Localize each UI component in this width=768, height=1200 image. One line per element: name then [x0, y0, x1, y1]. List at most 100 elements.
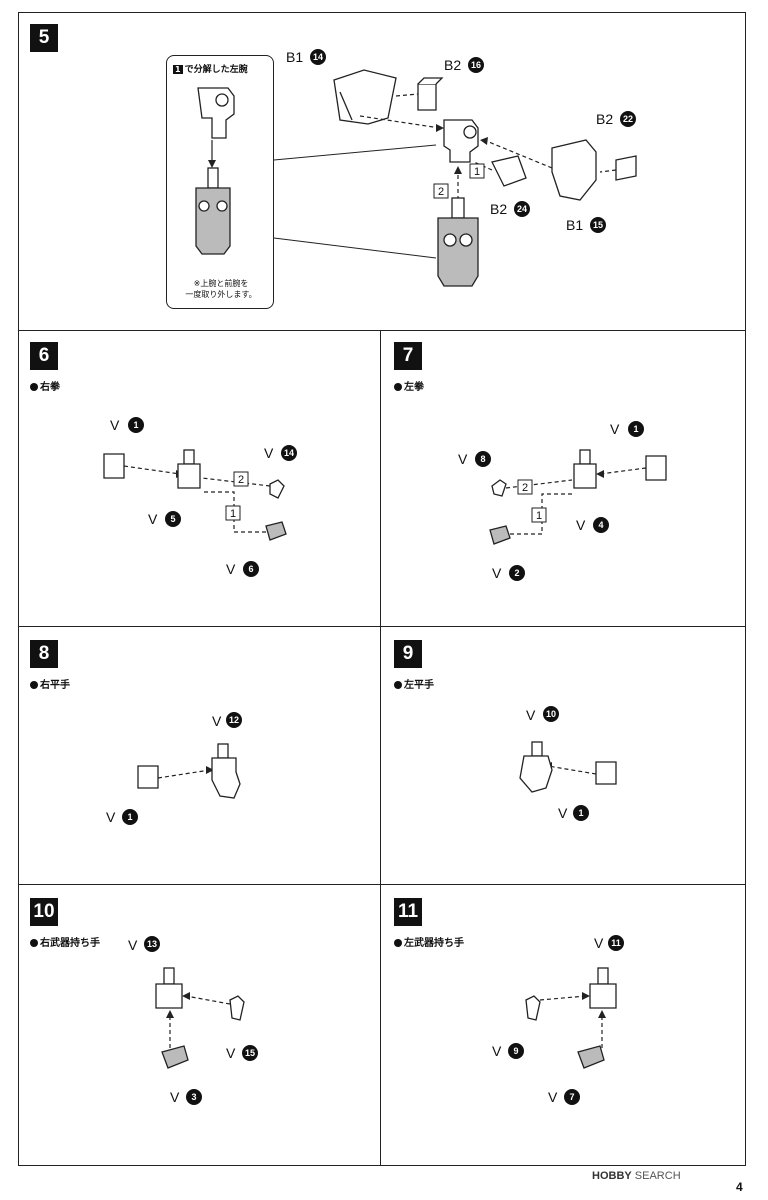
svg-text:1: 1	[633, 424, 638, 434]
part-b1-15	[551, 139, 597, 201]
svg-text:15: 15	[245, 1048, 255, 1058]
svg-text:V: V	[170, 1089, 180, 1105]
label-v10: V 10	[526, 706, 559, 723]
inset-note: ※上腕と前腕を一度取り外します。	[185, 279, 257, 299]
divider	[18, 884, 746, 885]
svg-text:13: 13	[147, 939, 157, 949]
svg-text:V: V	[594, 935, 604, 951]
svg-text:3: 3	[191, 1092, 196, 1102]
svg-text:V: V	[558, 805, 568, 821]
step-10-subtitle: 右武器持ち手	[30, 934, 100, 949]
svg-text:15: 15	[593, 220, 603, 230]
svg-text:V: V	[548, 1089, 558, 1105]
svg-text:6: 6	[248, 564, 253, 574]
svg-text:1: 1	[133, 420, 138, 430]
svg-text:16: 16	[471, 60, 481, 70]
step6-drawing	[103, 449, 287, 541]
svg-text:V: V	[148, 511, 158, 527]
step-number-5: 5	[30, 24, 58, 52]
inset-forearm-part	[195, 167, 231, 255]
svg-text:V: V	[226, 1045, 236, 1061]
step-8-subtitle: 右平手	[30, 676, 70, 691]
svg-text:B1: B1	[566, 217, 583, 233]
svg-text:V: V	[226, 561, 236, 577]
page-number: 4	[736, 1180, 743, 1194]
step-7-subtitle: 左拳	[394, 378, 424, 393]
step6-order-2: 2	[233, 471, 249, 487]
label-b2-24: B2 24	[490, 201, 530, 217]
step-9-subtitle: 左平手	[394, 676, 434, 691]
divider	[18, 626, 746, 627]
svg-text:1: 1	[474, 166, 480, 178]
watermark: HOBBY SEARCH	[592, 1170, 681, 1182]
svg-text:2: 2	[514, 568, 519, 578]
part-b2-24	[491, 155, 527, 187]
step11-drawing	[525, 967, 617, 1069]
svg-text:11: 11	[611, 938, 621, 948]
step9-drawing	[519, 741, 617, 793]
step-number-10: 10	[30, 898, 58, 926]
page-frame	[18, 12, 746, 1166]
label-v12: V 12	[212, 712, 242, 729]
svg-text:B2: B2	[444, 57, 461, 73]
svg-text:V: V	[110, 417, 120, 433]
svg-text:V: V	[526, 707, 536, 723]
step-number-11: 11	[394, 898, 422, 926]
step-6-subtitle: 右拳	[30, 378, 60, 393]
svg-text:8: 8	[480, 454, 485, 464]
label-v11: V 11	[594, 935, 624, 951]
svg-text:B2: B2	[596, 111, 613, 127]
svg-text:9: 9	[513, 1046, 518, 1056]
step8-drawing	[137, 743, 241, 799]
svg-text:V: V	[212, 713, 222, 729]
svg-text:22: 22	[623, 114, 633, 124]
svg-text:1: 1	[127, 812, 132, 822]
step-number-8: 8	[30, 640, 58, 668]
part-b2-16	[417, 77, 444, 111]
inset-upper-arm-part	[197, 87, 235, 139]
svg-text:B1: B1	[286, 49, 303, 65]
label-v13: V 13	[128, 936, 160, 953]
svg-text:B2: B2	[490, 201, 507, 217]
divider	[18, 330, 746, 331]
svg-text:V: V	[128, 937, 138, 953]
shoulder-armor-b1-14	[333, 69, 397, 125]
svg-text:2: 2	[438, 186, 444, 198]
svg-text:1: 1	[578, 808, 583, 818]
svg-text:V: V	[106, 809, 116, 825]
svg-text:10: 10	[546, 709, 556, 719]
svg-text:14: 14	[313, 52, 323, 62]
svg-text:5: 5	[170, 514, 175, 524]
step-number-6: 6	[30, 342, 58, 370]
step10-drawing	[155, 967, 245, 1069]
label-b2-16: B2 16	[444, 57, 484, 73]
svg-text:V: V	[610, 421, 620, 437]
svg-text:7: 7	[569, 1092, 574, 1102]
svg-text:1: 1	[536, 510, 542, 522]
step7-order-1: 1	[531, 507, 547, 523]
order-mark-2: 2	[433, 183, 449, 199]
svg-text:2: 2	[522, 482, 528, 494]
label-v14: V 14	[264, 445, 297, 461]
order-mark-1: 1	[469, 163, 485, 179]
svg-text:12: 12	[229, 715, 239, 725]
step7-order-2: 2	[517, 479, 533, 495]
svg-text:24: 24	[517, 204, 527, 214]
svg-text:V: V	[458, 451, 468, 467]
svg-text:14: 14	[284, 448, 294, 458]
svg-text:V: V	[264, 445, 274, 461]
label-b1-14: B1 14	[286, 49, 326, 65]
upper-arm-main	[443, 119, 479, 163]
